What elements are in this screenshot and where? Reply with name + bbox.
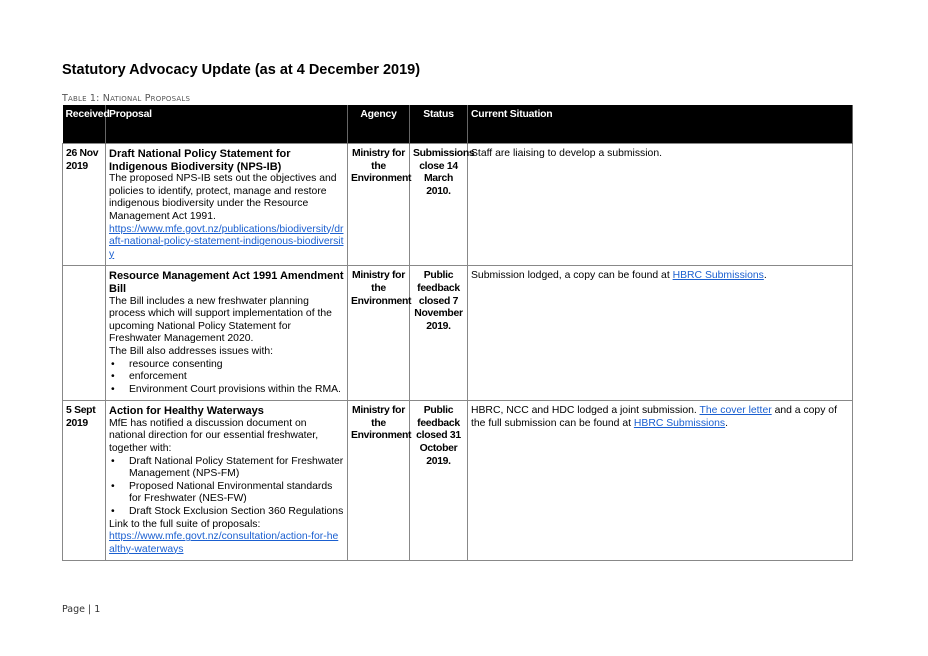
situation-text-end: . [763, 270, 767, 282]
table-row: 5 Sept 2019 Action for Healthy Waterways… [62, 400, 853, 562]
table-row: Resource Management Act 1991 Amendment B… [62, 265, 853, 402]
page-title: Statutory Advocacy Update (as at 4 Decem… [62, 62, 421, 78]
status-cell: Public feedback closed 7 November 2019. [409, 265, 468, 402]
proposal-title: Action for Healthy Waterways [109, 405, 264, 418]
proposal-text-2: Link to the full suite of proposals: [109, 518, 261, 530]
list-item: resource consenting [111, 359, 344, 372]
situation-text-mid: and a copy of the full submission can be… [471, 405, 837, 429]
situation-cell: Staff are liaising to develop a submissi… [467, 142, 853, 267]
proposal-title: Draft National Policy Statement for Indi… [109, 148, 291, 173]
header-received: Received [62, 105, 110, 144]
issues-list: resource consenting enforcement Environm… [109, 359, 344, 397]
situation-text-end: . [725, 417, 729, 429]
proposal-text: MfE has notified a discussion document o… [109, 417, 319, 455]
proposal-text: The Bill includes a new freshwater plann… [109, 295, 332, 345]
status-cell: Public feedback closed 31 October 2019. [409, 400, 468, 562]
proposal-cell: Draft National Policy Statement for Indi… [105, 142, 348, 267]
cover-letter-link[interactable]: The cover letter [699, 405, 772, 417]
table-header-row: Received Proposal Agency Status Current … [62, 105, 853, 144]
proposals-list: Draft National Policy Statement for Fres… [109, 456, 344, 519]
header-agency: Agency [347, 105, 410, 144]
proposal-title: Resource Management Act 1991 Amendment B… [109, 270, 344, 295]
page-number: Page | 1 [62, 604, 101, 615]
situation-text: Submission lodged, a copy can be found a… [471, 270, 673, 282]
received-cell: 5 Sept 2019 [62, 400, 106, 562]
received-cell [62, 265, 106, 402]
list-item: Draft National Policy Statement for Fres… [111, 456, 344, 481]
header-status: Status [409, 105, 468, 144]
proposal-link[interactable]: https://www.mfe.govt.nz/publications/bio… [109, 223, 344, 260]
proposal-link[interactable]: https://www.mfe.govt.nz/consultation/act… [109, 531, 339, 555]
proposal-cell: Action for Healthy Waterways MfE has not… [105, 400, 348, 562]
header-current-situation: Current Situation [467, 105, 853, 144]
situation-cell: HBRC, NCC and HDC lodged a joint submiss… [467, 400, 853, 562]
list-item: Proposed National Environmental standard… [111, 481, 344, 506]
list-item: Draft Stock Exclusion Section 360 Regula… [111, 506, 344, 519]
hbrc-submissions-link[interactable]: HBRC Submissions [672, 270, 764, 282]
situation-cell: Submission lodged, a copy can be found a… [467, 265, 853, 402]
list-item: enforcement [111, 371, 344, 384]
situation-text: HBRC, NCC and HDC lodged a joint submiss… [471, 405, 700, 417]
status-cell: Submissions close 14 March 2010. [409, 142, 475, 267]
header-proposal: Proposal [105, 105, 348, 144]
received-cell: 26 Nov 2019 [62, 142, 106, 267]
agency-cell: Ministry for the Environment [347, 400, 412, 562]
list-item: Environment Court provisions within the … [111, 384, 344, 397]
table-caption: Table 1: National Proposals [62, 93, 191, 104]
proposal-cell: Resource Management Act 1991 Amendment B… [105, 265, 348, 402]
hbrc-submissions-link[interactable]: HBRC Submissions [633, 417, 726, 429]
proposal-text-2: The Bill also addresses issues with: [109, 345, 274, 357]
agency-cell: Ministry for the Environment [347, 265, 412, 402]
national-proposals-table: Received Proposal Agency Status Current … [62, 105, 853, 562]
table-row: 26 Nov 2019 Draft National Policy Statem… [62, 142, 853, 267]
agency-cell: Ministry for the Environment [347, 142, 412, 267]
proposal-text: The proposed NPS-IB sets out the objecti… [109, 173, 337, 222]
